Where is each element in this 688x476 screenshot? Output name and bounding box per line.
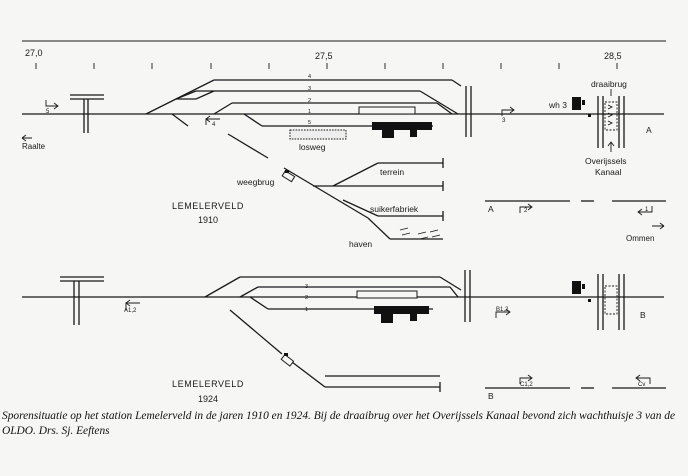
sidings-1924 bbox=[204, 276, 462, 310]
signal-b12: B1,2 bbox=[495, 307, 511, 318]
figure-caption: Sporensituatie op het station Lemelervel… bbox=[2, 409, 686, 439]
station-name-1924: LEMELERVELD bbox=[172, 379, 244, 389]
swing-bridge-1924 bbox=[597, 274, 625, 330]
swing-bridge-1910 bbox=[597, 96, 625, 148]
svg-text:B1,2: B1,2 bbox=[496, 307, 509, 313]
weegbrug-symbol-1924 bbox=[280, 353, 295, 367]
svg-text:1: 1 bbox=[308, 109, 311, 115]
svg-text:A1,2: A1,2 bbox=[124, 308, 137, 314]
svg-text:2: 2 bbox=[308, 98, 311, 104]
svg-text:Cv: Cv bbox=[638, 382, 645, 388]
svg-text:2: 2 bbox=[305, 295, 308, 301]
wh-building-1924 bbox=[572, 281, 581, 294]
track-numbers-1910: 4 3 2 1 5 bbox=[308, 74, 311, 126]
losweg-area bbox=[289, 129, 347, 140]
kanaal-label-1: Overijssels bbox=[585, 156, 627, 166]
signal-c12: C1,2 bbox=[519, 374, 533, 388]
signal-2: 2 bbox=[519, 203, 533, 214]
diagram-1910: 5 Raalte bbox=[21, 74, 666, 249]
b-right-label: B bbox=[640, 310, 646, 320]
raalte-label: Raalte bbox=[22, 142, 46, 151]
svg-text:4: 4 bbox=[308, 74, 311, 80]
svg-text:3: 3 bbox=[305, 284, 308, 290]
signal-4: 4 bbox=[205, 115, 220, 128]
svg-text:5: 5 bbox=[46, 109, 50, 115]
signal-3: 3 bbox=[501, 106, 515, 124]
b-lower-label: B bbox=[488, 391, 494, 401]
suikerfabriek-label: suikerfabriek bbox=[370, 204, 419, 214]
haven-water bbox=[399, 227, 441, 240]
a-lower-label: A bbox=[488, 204, 494, 214]
losweg-label: losweg bbox=[299, 142, 326, 152]
a-right-label: A bbox=[646, 125, 652, 135]
svg-text:4: 4 bbox=[212, 122, 216, 128]
year-1924: 1924 bbox=[198, 394, 218, 404]
svg-text:2: 2 bbox=[524, 208, 528, 214]
km-label-27-0: 27,0 bbox=[25, 48, 43, 58]
ommen-direction: Ommen bbox=[626, 222, 665, 243]
svg-text:3: 3 bbox=[502, 118, 506, 124]
sidings-1910 bbox=[145, 79, 462, 127]
weegbrug-label: weegbrug bbox=[236, 177, 275, 187]
caption-text: Sporensituatie op het station Lemelervel… bbox=[2, 410, 675, 437]
haven-label: haven bbox=[349, 239, 372, 249]
svg-text:1: 1 bbox=[645, 207, 649, 213]
wh3-building bbox=[572, 97, 581, 110]
station-buildings-1910 bbox=[372, 122, 432, 138]
raalte-direction: Raalte bbox=[21, 134, 46, 151]
branch-line-1924 bbox=[229, 309, 441, 392]
wh3-label: wh 3 bbox=[548, 100, 567, 110]
signal-a12: A1,2 bbox=[124, 299, 140, 314]
platform-1924 bbox=[356, 290, 418, 299]
terrein-label: terrein bbox=[380, 167, 404, 177]
caption-author: Drs. Sj. Eeftens bbox=[38, 425, 110, 437]
km-label-28-5: 28,5 bbox=[604, 51, 622, 61]
station-name-1910: LEMELERVELD bbox=[172, 201, 244, 211]
diagram-1924: A1,2 3 2 1 bbox=[22, 270, 666, 404]
draaibrug-label: draaibrug bbox=[591, 79, 627, 89]
ommen-label: Ommen bbox=[626, 234, 654, 243]
svg-text:5: 5 bbox=[308, 120, 311, 126]
branch-line-1910 bbox=[227, 133, 444, 240]
station-buildings-1924 bbox=[374, 306, 429, 323]
loading-gauge-1910 bbox=[70, 94, 104, 133]
svg-text:3: 3 bbox=[308, 86, 311, 92]
weegbrug-symbol bbox=[281, 170, 296, 183]
signal-cv: Cv bbox=[635, 374, 651, 388]
loading-gauge-1924 bbox=[60, 276, 104, 325]
svg-text:C1,2: C1,2 bbox=[520, 382, 533, 388]
kanaal-label-2: Kanaal bbox=[595, 167, 622, 177]
track-numbers-1924: 3 2 1 bbox=[305, 284, 308, 313]
km-ruler: 27,0 27,5 28,5 bbox=[22, 40, 666, 69]
svg-text:1: 1 bbox=[305, 307, 308, 313]
km-label-27-5: 27,5 bbox=[315, 51, 333, 61]
platform-1910 bbox=[358, 106, 416, 115]
block-marker-1910 bbox=[465, 86, 472, 137]
block-marker-1924 bbox=[464, 270, 471, 322]
year-1910: 1910 bbox=[198, 215, 218, 225]
signal-5: 5 bbox=[45, 100, 59, 115]
signal-1: 1 bbox=[637, 206, 653, 216]
